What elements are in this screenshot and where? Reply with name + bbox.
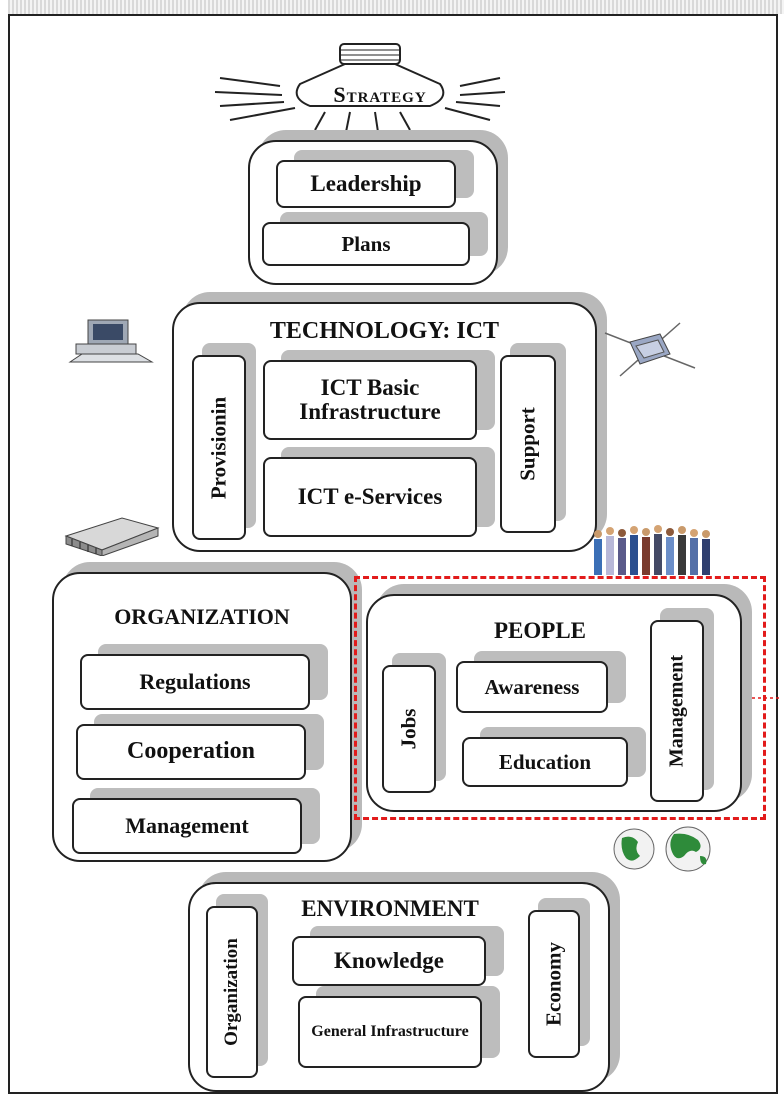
management-people-label: Management <box>665 654 688 768</box>
jobs-label: Jobs <box>396 708 421 750</box>
leadership-box: Leadership <box>276 160 456 208</box>
economy-label: Economy <box>541 942 566 1026</box>
ict-eservices-box: ICT e-Services <box>263 457 477 537</box>
ict-basic-infrastructure-box: ICT Basic Infrastructure <box>263 360 477 440</box>
people-title: PEOPLE <box>493 618 586 643</box>
regulations-box: Regulations <box>80 654 310 710</box>
knowledge-box: Knowledge <box>292 936 486 986</box>
lamp-icon <box>214 43 506 133</box>
highlight-connector-line <box>752 697 782 699</box>
provisioning-label: Provisionin <box>206 396 231 499</box>
cooperation-box: Cooperation <box>76 724 306 780</box>
general-infrastructure-box: General Infrastructure <box>298 996 482 1068</box>
organization-env-label: Organization <box>221 938 242 1046</box>
provisioning-box: Provisionin <box>192 355 246 540</box>
organization-env-box: Organization <box>206 906 258 1078</box>
jobs-box: Jobs <box>382 665 436 793</box>
environment-title: ENVIRONMENT <box>301 896 479 921</box>
building-icon <box>64 517 160 556</box>
diagram-frame <box>8 14 778 1094</box>
support-box: Support <box>500 355 556 533</box>
management-people-box: Management <box>650 620 704 802</box>
support-label: Support <box>515 407 540 481</box>
satellite-icon <box>604 322 696 377</box>
awareness-box: Awareness <box>456 661 608 713</box>
management-org-box: Management <box>72 798 302 854</box>
education-box: Education <box>462 737 628 787</box>
strategy-label: Strategy <box>333 82 427 107</box>
computer-icon <box>68 319 154 363</box>
people-group-icon <box>594 525 710 575</box>
organization-title: ORGANIZATION <box>114 604 290 629</box>
globe-icon <box>613 826 711 872</box>
plans-box: Plans <box>262 222 470 266</box>
top-border <box>8 0 784 14</box>
economy-box: Economy <box>528 910 580 1058</box>
technology-title: TECHNOLOGY: ICT <box>269 318 500 344</box>
